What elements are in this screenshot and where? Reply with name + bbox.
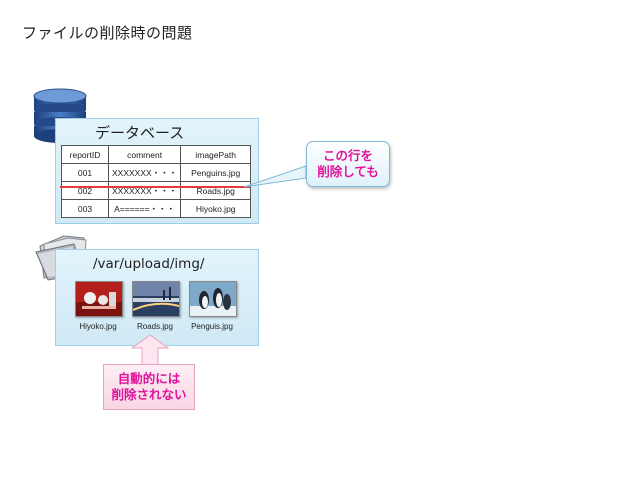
table-cell: Hiyoko.jpg: [180, 199, 252, 218]
file-label: Roads.jpg: [136, 322, 174, 331]
table-cell: 003: [61, 199, 109, 218]
column-header: reportID: [61, 145, 109, 164]
database-panel: データベース reportID comment imagePath 001 XX…: [55, 118, 259, 224]
column-header: comment: [107, 145, 182, 164]
column-header: imagePath: [180, 145, 252, 164]
table-row: 003 A======・・・ Hiyoko.jpg: [61, 199, 252, 218]
note-line-2: 削除されない: [111, 387, 187, 402]
image-thumbnail-hiyoko: [75, 281, 123, 317]
deleted-row-strike: [60, 186, 250, 188]
table-header-row: reportID comment imagePath: [61, 145, 252, 164]
arrow-up-icon: [130, 334, 170, 366]
delete-row-callout: この行を 削除しても: [306, 141, 390, 187]
table-cell: 002: [61, 181, 109, 200]
table-cell: A======・・・: [107, 199, 182, 218]
file-label: Hiyoko.jpg: [79, 322, 117, 331]
table-cell: XXXXXXX・・・: [107, 181, 182, 200]
table-row-deleted: 002 XXXXXXX・・・ Roads.jpg: [61, 181, 252, 200]
not-deleted-note: 自動的には 削除されない: [103, 364, 195, 410]
table-cell: Penguins.jpg: [180, 163, 252, 182]
note-line-1: 自動的には: [117, 371, 181, 386]
file-label: Penguis.jpg: [191, 322, 233, 331]
image-thumbnail-roads: [132, 281, 180, 317]
table-cell: Roads.jpg: [180, 181, 252, 200]
slide-title: ファイルの削除時の問題: [22, 24, 193, 42]
table-row: 001 XXXXXXX・・・ Penguins.jpg: [61, 163, 252, 182]
table-cell: 001: [61, 163, 109, 182]
database-table: reportID comment imagePath 001 XXXXXXX・・…: [61, 145, 252, 218]
database-title: データベース: [95, 124, 185, 142]
folder-path: /var/upload/img/: [93, 256, 205, 272]
table-cell: XXXXXXX・・・: [107, 163, 182, 182]
callout-line-2: 削除しても: [317, 164, 379, 179]
callout-line-1: この行を: [322, 148, 373, 163]
image-thumbnail-penguins: [189, 281, 237, 317]
